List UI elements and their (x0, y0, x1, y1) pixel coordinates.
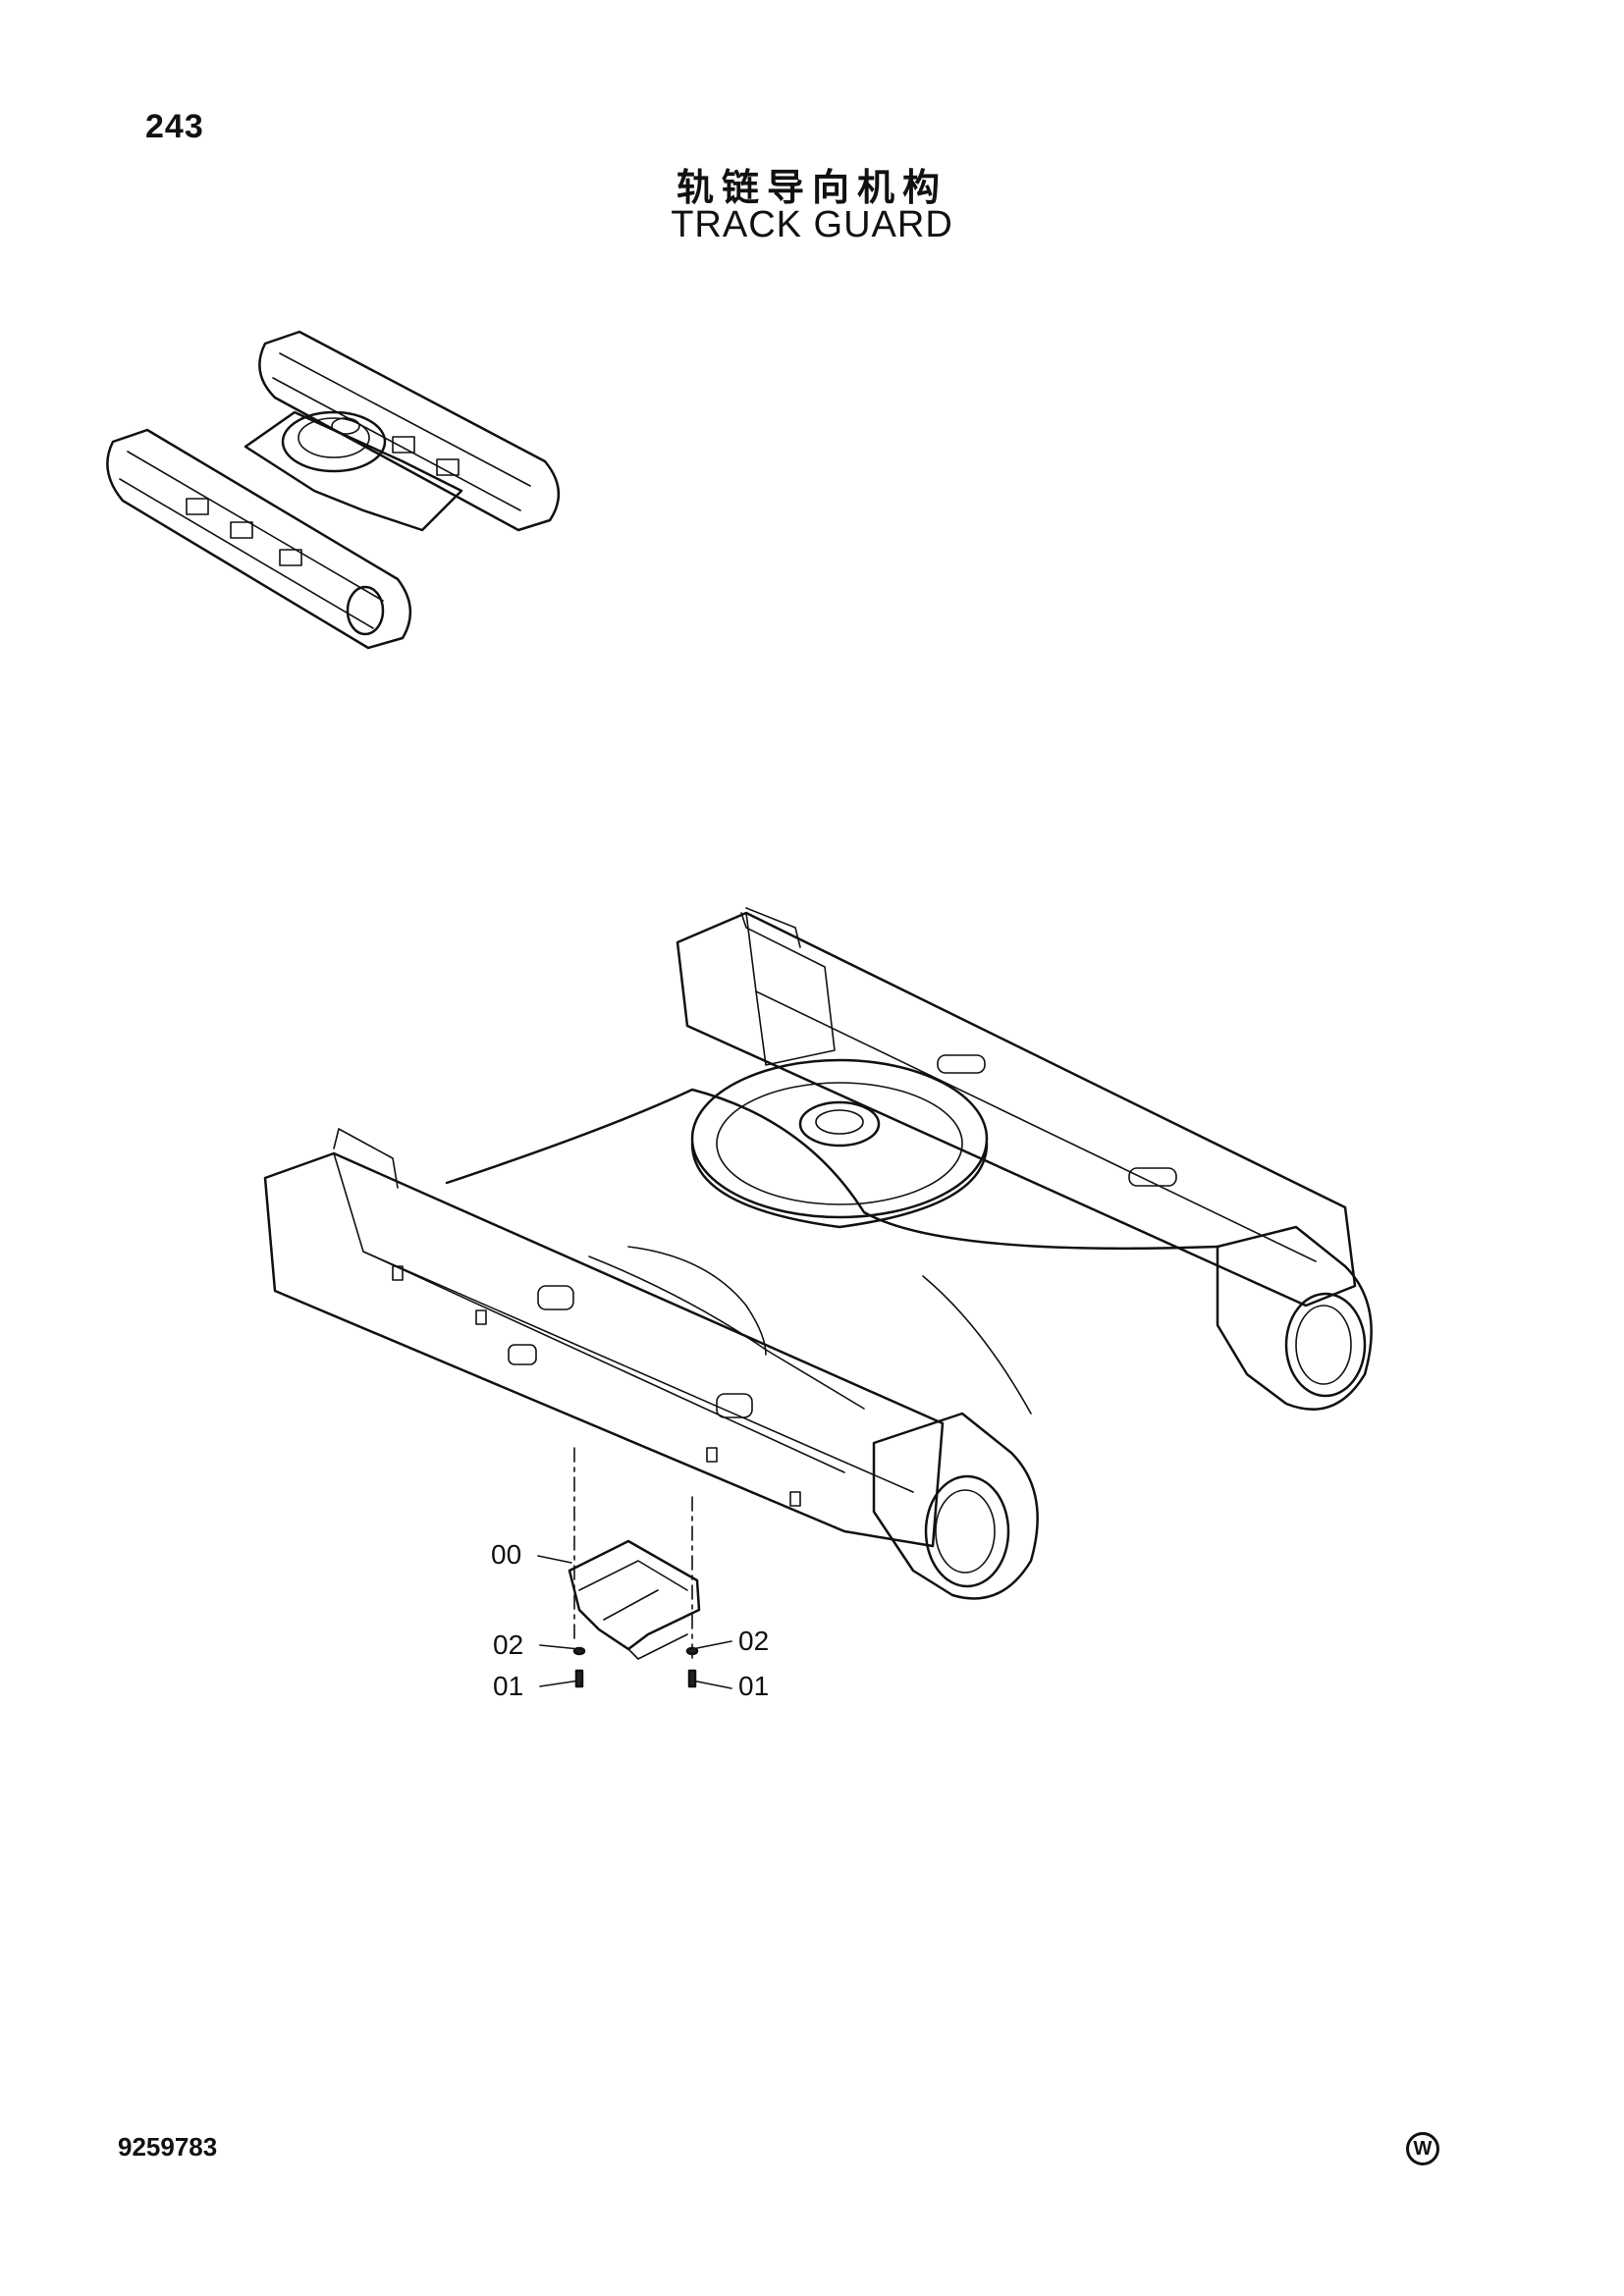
page-title-chinese: 轨链导向机构 (676, 166, 947, 209)
page-number: 243 (145, 108, 204, 145)
page-title: TRACK GUARD (671, 204, 953, 245)
callout-part-02-right: 02 (738, 1626, 770, 1656)
publisher-mark-icon: W (1406, 2132, 1439, 2165)
callout-part-01-left: 01 (493, 1671, 524, 1701)
document-number: 9259783 (118, 2132, 218, 2162)
callout-part-01-right: 01 (738, 1671, 770, 1701)
callout-part-00: 00 (491, 1539, 522, 1570)
callout-part-02-left: 02 (493, 1629, 524, 1660)
